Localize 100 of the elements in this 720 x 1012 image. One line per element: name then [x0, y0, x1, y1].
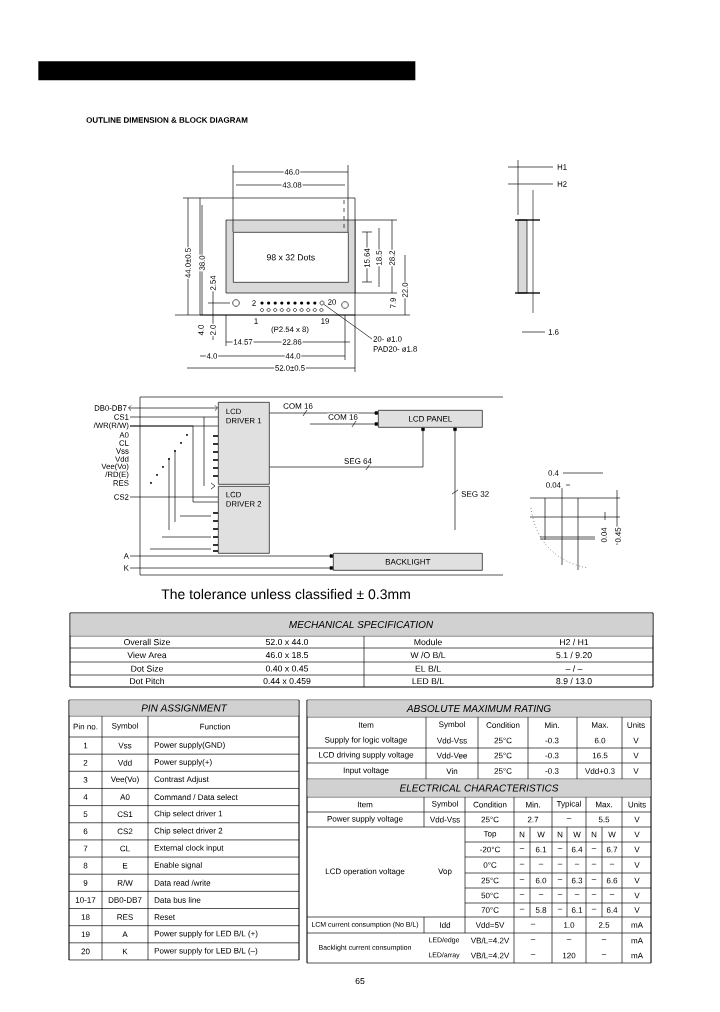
- table-cell: –: [601, 939, 607, 940]
- table-cell: –: [591, 863, 597, 865]
- edge-label: SEG 64: [343, 457, 373, 465]
- table-cell: Contrast Adjust: [154, 776, 209, 784]
- table-cell: V: [634, 892, 640, 899]
- connector-line: [129, 566, 333, 570]
- table-cell: Units: [628, 801, 646, 808]
- table-cell: Module: [414, 638, 442, 646]
- table-cell: 18: [81, 914, 90, 920]
- table-title: MECHANICAL SPECIFICATION: [70, 613, 653, 636]
- edge-label: SEG 32: [460, 490, 490, 498]
- table-cell: V: [634, 877, 640, 884]
- table-cell: –: [530, 923, 536, 925]
- table-cell: mA: [631, 922, 643, 928]
- table-cell: W: [537, 831, 545, 838]
- backlight-box: BACKLIGHT: [333, 553, 483, 571]
- table-cell: –: [557, 879, 563, 880]
- table-cell: Max.: [592, 722, 608, 728]
- table-cell: mA: [631, 937, 643, 944]
- table-cell: 25°C: [494, 737, 512, 744]
- table-cell: 6.1: [535, 846, 547, 853]
- table-cell: 8.9 / 13.0: [556, 677, 592, 685]
- table-cell: Vdd-Vss: [436, 737, 467, 744]
- tolerance-note: The tolerance unless classified ± 0.3mm: [161, 588, 410, 600]
- table-cell: Symbol: [439, 721, 465, 729]
- table-cell: 10-17: [75, 897, 96, 903]
- table-cell: Vdd-Vss: [429, 816, 460, 823]
- table-cell: 1.0: [564, 922, 575, 928]
- table-cell: Power supply for LED B/L (+): [154, 930, 258, 938]
- table-cell: Vdd+0.3: [585, 768, 615, 774]
- table-cell: LCD driving supply voltage: [319, 751, 414, 760]
- connector-line: [128, 405, 218, 411]
- connector-line: [129, 416, 219, 418]
- table-cell: Function: [200, 723, 230, 730]
- connector-line: [129, 496, 219, 498]
- connector-line: [309, 422, 378, 426]
- table-cell: E: [123, 862, 128, 869]
- table-cell: -0.3: [545, 768, 559, 774]
- table-cell: Power supply voltage: [327, 815, 403, 824]
- table-cell: 25°C: [494, 768, 512, 774]
- table-cell: Units: [627, 722, 645, 728]
- table-cell: V: [633, 752, 639, 759]
- table-cell: –: [519, 908, 525, 910]
- table-cell: 6.6: [606, 877, 618, 884]
- table-cell: V: [634, 831, 640, 838]
- table-cell: –: [557, 908, 563, 910]
- section-heading: OUTLINE DIMENSION & BLOCK DIAGRAM: [86, 117, 248, 123]
- table-cell: Power supply(GND): [154, 741, 225, 750]
- table-cell: Typical: [556, 800, 581, 809]
- table-cell: Item: [358, 722, 374, 728]
- table-cell: –: [557, 863, 563, 865]
- table-cell: –: [591, 908, 597, 910]
- table-cell: Reset: [154, 914, 175, 920]
- table-cell: –: [519, 848, 525, 849]
- table-cell: 6: [83, 828, 88, 835]
- table-cell: Top: [483, 830, 497, 839]
- table-cell: K: [123, 948, 128, 955]
- table-cell: N: [591, 831, 597, 838]
- table-cell: V: [634, 907, 640, 913]
- table-cell: –: [519, 894, 525, 895]
- table-cell: Item: [357, 801, 373, 808]
- table-cell: Condition: [486, 722, 520, 728]
- page-number: 65: [355, 977, 365, 985]
- table-cell: –: [519, 863, 525, 865]
- table-cell: VB/L=4.2V: [470, 952, 510, 959]
- table-cell: Data bus line: [154, 897, 201, 903]
- table-cell: Overall Size: [124, 638, 170, 646]
- table-cell: 6.4: [571, 846, 583, 853]
- table-cell: 4: [83, 794, 88, 800]
- table-cell: 19: [81, 931, 90, 938]
- table-cell: Power supply(+): [154, 759, 212, 767]
- table-cell: 0.44 x 0.459: [263, 677, 311, 685]
- table-cell: Pin no.: [73, 723, 98, 730]
- table-cell: –: [609, 894, 615, 895]
- table-cell: V: [634, 862, 640, 868]
- table-cell: Condition: [473, 801, 507, 808]
- table-cell: –: [566, 818, 572, 819]
- table-cell: -20°C: [480, 846, 500, 853]
- table-cell: 6.7: [606, 846, 618, 853]
- table-cell: VB/L=4.2V: [470, 937, 510, 944]
- connector-line: [453, 427, 457, 531]
- table-cell: Supply for logic voltage: [325, 736, 407, 745]
- table-cell: -0.3: [545, 737, 559, 744]
- table-cell: –: [591, 894, 597, 895]
- table-cell: 1: [83, 742, 88, 749]
- table-cell: R/W: [117, 879, 133, 886]
- table-cell: LED B/L: [412, 677, 444, 685]
- table-cell: W: [573, 831, 581, 838]
- table-cell: 7: [83, 845, 88, 852]
- table-cell: H2 / H1: [560, 638, 589, 646]
- table-cell: V: [634, 816, 640, 823]
- view-area-box: 98 x 32 Dots: [233, 232, 349, 283]
- table-cell: N: [557, 831, 563, 838]
- leader-line: [323, 304, 373, 340]
- table-cell: A0: [120, 794, 130, 800]
- connector-line: [129, 554, 333, 558]
- panel-box: LCD PANEL: [378, 410, 483, 428]
- table-cell: 6.1: [571, 907, 583, 913]
- table-cell: 16.5: [592, 752, 608, 759]
- edge-label: COM 16: [282, 402, 314, 410]
